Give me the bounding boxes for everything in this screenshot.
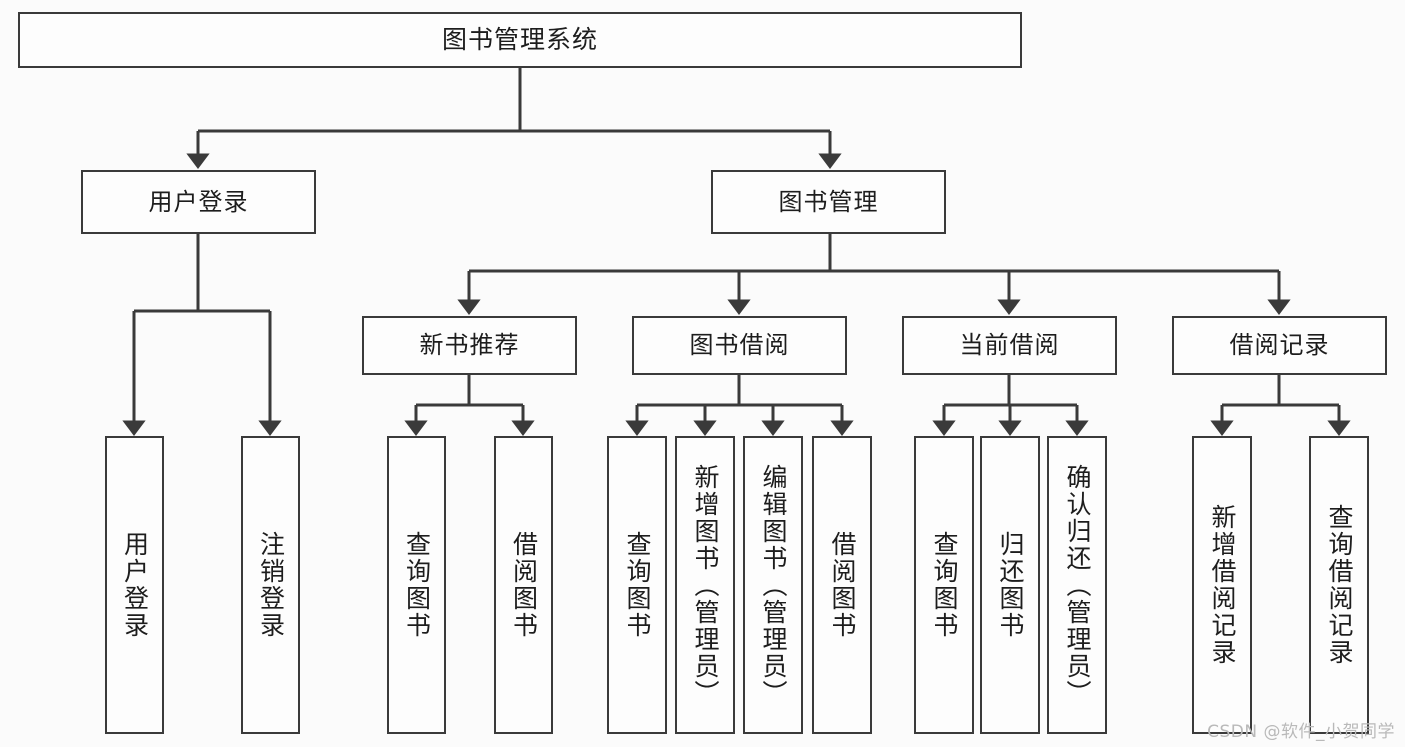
leaf-record-query-record-label: 查询借阅记录 [1325, 504, 1354, 666]
node-book-borrow-label: 图书借阅 [689, 331, 790, 360]
leaf-newbook-borrow-book[interactable]: 借阅图书 [494, 436, 553, 734]
node-borrow-record[interactable]: 借阅记录 [1172, 316, 1387, 375]
leaf-newbook-query-book-label: 查询图书 [402, 531, 432, 639]
leaf-newbook-borrow-book-label: 借阅图书 [509, 531, 539, 639]
node-current-borrow-label: 当前借阅 [959, 331, 1060, 360]
leaf-record-query-record[interactable]: 查询借阅记录 [1309, 436, 1369, 734]
leaf-user-logout[interactable]: 注销登录 [241, 436, 300, 734]
leaf-borrow-add-book-admin[interactable]: 新增图书（管理员） [675, 436, 735, 734]
node-root-system-label: 图书管理系统 [441, 25, 598, 55]
leaf-borrow-borrow-book-label: 借阅图书 [828, 531, 857, 639]
leaf-current-return-book[interactable]: 归还图书 [980, 436, 1040, 734]
leaf-user-login[interactable]: 用户登录 [105, 436, 164, 734]
leaf-borrow-query-book[interactable]: 查询图书 [607, 436, 667, 734]
leaf-record-add-record-label: 新增借阅记录 [1208, 504, 1237, 666]
watermark: CSDN @软件_小贺同学 [1207, 722, 1395, 742]
node-book-management[interactable]: 图书管理 [711, 170, 946, 234]
leaf-user-login-label: 用户登录 [120, 531, 150, 639]
node-root-system[interactable]: 图书管理系统 [18, 12, 1022, 68]
node-borrow-record-label: 借阅记录 [1229, 331, 1330, 360]
leaf-current-confirm-return-admin[interactable]: 确认归还（管理员） [1047, 436, 1107, 734]
node-current-borrow[interactable]: 当前借阅 [902, 316, 1117, 375]
leaf-current-query-book-label: 查询图书 [930, 531, 959, 639]
leaf-borrow-add-book-admin-label: 新增图书（管理员） [691, 463, 720, 707]
leaf-current-query-book[interactable]: 查询图书 [914, 436, 974, 734]
node-book-management-label: 图书管理 [778, 187, 879, 216]
node-new-book-recommend-label: 新书推荐 [419, 331, 520, 360]
leaf-borrow-query-book-label: 查询图书 [623, 531, 652, 639]
leaf-borrow-edit-book-admin[interactable]: 编辑图书（管理员） [743, 436, 803, 734]
leaf-borrow-borrow-book[interactable]: 借阅图书 [812, 436, 872, 734]
node-new-book-recommend[interactable]: 新书推荐 [362, 316, 577, 375]
node-user-login-label: 用户登录 [148, 187, 249, 216]
node-book-borrow[interactable]: 图书借阅 [632, 316, 847, 375]
leaf-current-confirm-return-admin-label: 确认归还（管理员） [1063, 463, 1092, 707]
leaf-record-add-record[interactable]: 新增借阅记录 [1192, 436, 1252, 734]
leaf-newbook-query-book[interactable]: 查询图书 [387, 436, 446, 734]
node-user-login[interactable]: 用户登录 [81, 170, 316, 234]
leaf-user-logout-label: 注销登录 [256, 531, 286, 639]
leaf-current-return-book-label: 归还图书 [996, 531, 1025, 639]
leaf-borrow-edit-book-admin-label: 编辑图书（管理员） [759, 463, 788, 707]
